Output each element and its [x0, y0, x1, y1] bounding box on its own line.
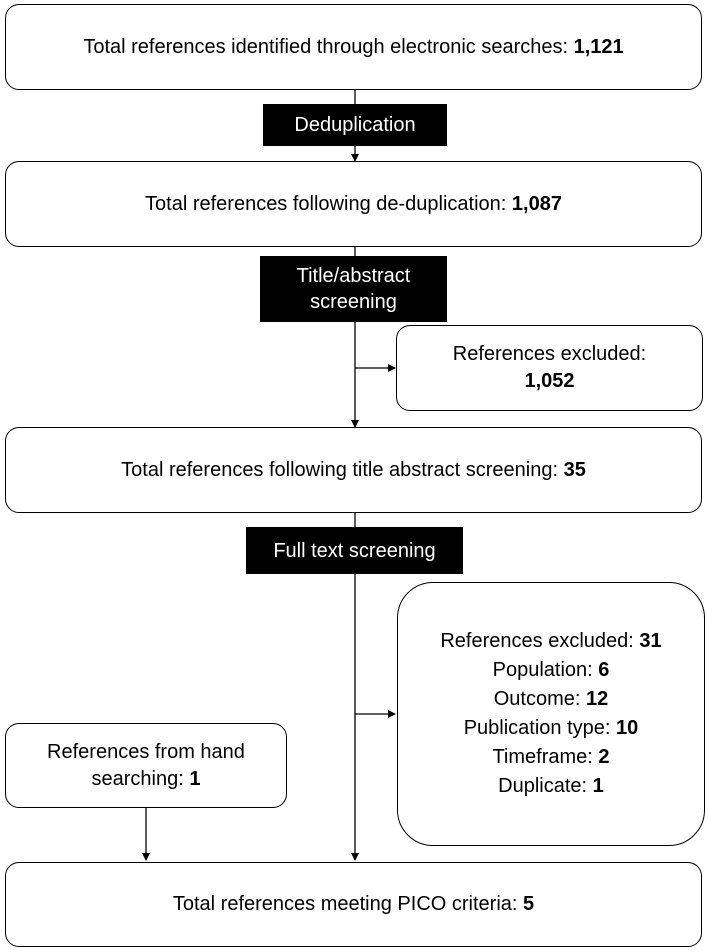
excluded1-box: References excluded: 1,052 [396, 325, 703, 411]
excluded2-row: Outcome: 12 [493, 688, 609, 710]
identified-label: Total references identified through elec… [83, 35, 569, 58]
dedup-label: Total references following de-duplicatio… [145, 192, 507, 215]
stage-title-abstract: Title/abstract screening [260, 256, 447, 322]
excluded2-box: References excluded: 31 Population: 6 Ou… [397, 582, 705, 846]
excluded1-value: 1,052 [524, 370, 575, 392]
screened-label: Total references following title abstrac… [121, 458, 559, 481]
stage-title-abstract-line2: screening [310, 291, 397, 313]
hand-search-label-line2: searching: 1 [91, 767, 201, 790]
excluded1-label: References excluded: [452, 343, 647, 365]
hand-search-label-line1: References from hand [47, 740, 245, 763]
excluded2-row: Timeframe: 2 [492, 746, 610, 768]
hand-search-box: References from hand searching: 1 [5, 723, 287, 808]
final-label: Total references meeting PICO criteria: [172, 893, 518, 915]
stage-deduplication-label: Deduplication [294, 114, 416, 136]
excluded2-row: References excluded: 31 [440, 630, 662, 652]
excluded2-row: Duplicate: 1 [498, 775, 604, 797]
dedup-box: Total references following de-duplicatio… [5, 161, 702, 247]
final-value: 5 [523, 893, 535, 915]
screened-box: Total references following title abstrac… [5, 427, 702, 513]
final-box: Total references meeting PICO criteria: … [5, 862, 702, 947]
excluded2-row: Population: 6 [492, 659, 610, 681]
stage-title-abstract-line1: Title/abstract [296, 265, 411, 287]
excluded2-row: Publication type: 10 [463, 717, 639, 739]
identified-value: 1,121 [573, 35, 624, 58]
hand-search-value: 1 [189, 767, 201, 790]
dedup-value: 1,087 [511, 192, 562, 215]
stage-full-text: Full text screening [246, 527, 463, 574]
stage-full-text-label: Full text screening [273, 539, 436, 562]
identified-box: Total references identified through elec… [5, 4, 702, 90]
stage-deduplication: Deduplication [263, 104, 447, 146]
screened-value: 35 [563, 458, 586, 481]
